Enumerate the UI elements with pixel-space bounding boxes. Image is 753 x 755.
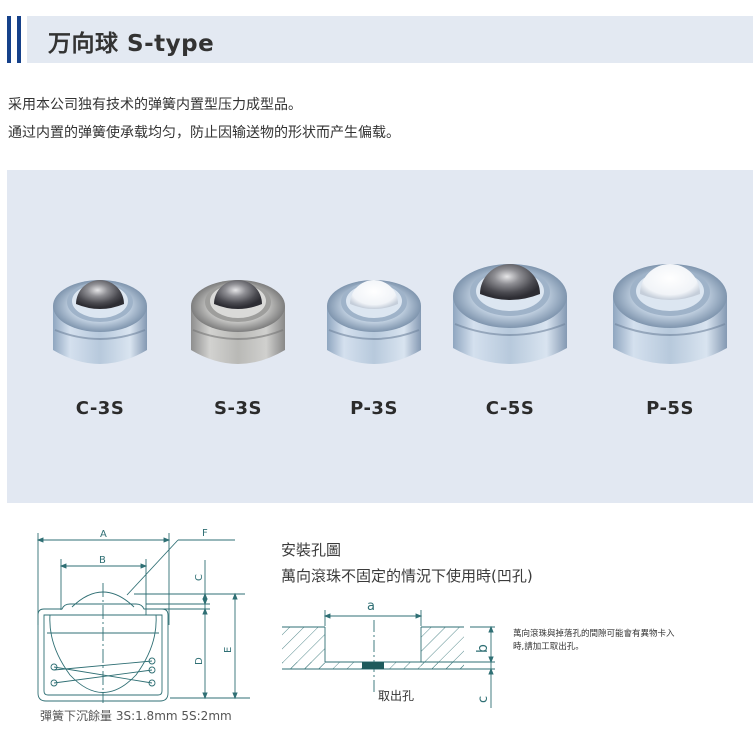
product-p-5s: P-5S [607,252,733,428]
heading-accent-bar [7,16,11,63]
description-line-1: 采用本公司独有技术的弹簧内置型压力成型品。 [8,97,302,113]
heading-band [27,16,753,63]
dim-label-b: b [475,644,491,653]
extraction-hole-marker [362,662,384,669]
dim-label-d: D [194,657,205,665]
page-title: 万向球 S-type [48,31,215,57]
mounting-title: 安裝孔圖 [281,541,342,559]
dim-label-a: a [367,599,375,614]
mounting-note: 萬向滾珠與掉落孔的間隙可能會有異物卡入 時,請加工取出孔。 [513,628,733,654]
dimension-drawing: A B F C D E [30,515,260,705]
description-line-2: 通过内置的弹簧使承载均匀，防止因输送物的形状而产生偏载。 [8,125,400,141]
dim-label-a: A [100,529,107,540]
ball-transfer-image [613,264,727,364]
product-image-panel: C-3S S-3S P-3S [7,170,753,503]
product-s-3s: S-3S [183,268,293,428]
dim-label-b: B [99,555,106,566]
product-label: S-3S [214,398,262,419]
mounting-subtitle: 萬向滾珠不固定的情況下使用時(凹孔) [281,567,533,585]
heading-accent-bar [17,16,21,63]
extraction-hole-label: 取出孔 [378,689,414,703]
product-label: C-3S [75,398,125,419]
mounting-note-line-2: 時,請加工取出孔。 [513,642,584,652]
product-p-3s: P-3S [319,268,429,428]
ball-transfer-image [327,280,421,364]
dim-label-f: F [202,528,208,539]
ball-transfer-image [191,280,285,364]
dim-label-c: c [476,696,491,703]
section-heading: 万向球 S-type [7,16,753,63]
product-label: P-3S [350,398,398,419]
product-label: C-5S [485,398,535,419]
spring-travel-caption: 彈簧下沉餘量 3S:1.8mm 5S:2mm [40,709,232,723]
product-c-5s: C-5S [447,252,573,428]
mounting-note-line-1: 萬向滾珠與掉落孔的間隙可能會有異物卡入 [513,629,675,639]
mounting-hole-drawing: a 取出孔 b c [270,590,510,715]
dim-label-e: E [223,647,234,653]
dim-label-c: C [194,574,205,581]
ball-transfer-image [53,280,147,364]
ball-transfer-image [453,264,567,364]
product-label: P-5S [646,398,694,419]
product-c-3s: C-3S [45,268,155,428]
